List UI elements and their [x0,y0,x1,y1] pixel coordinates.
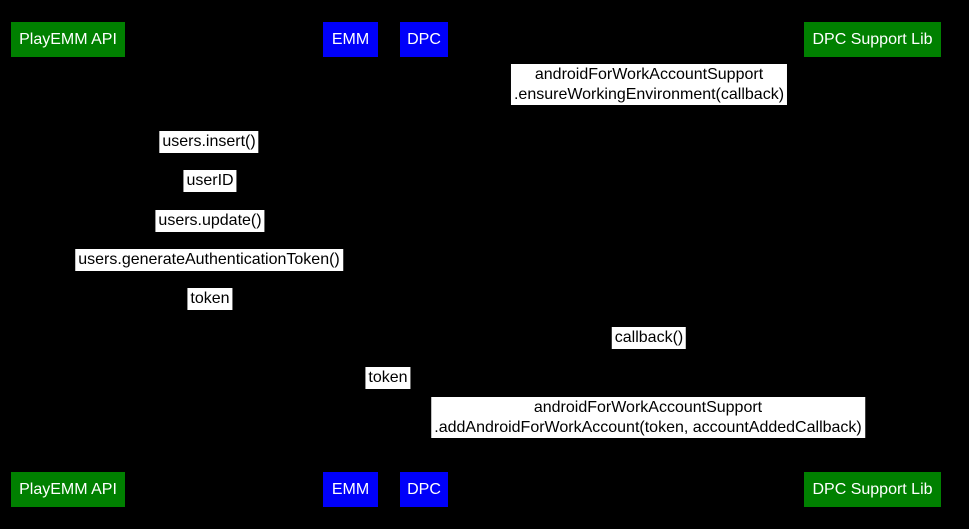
message-line: users.insert() [162,133,256,150]
participant-playemm-api-top: PlayEMM API [11,22,125,57]
message-users-insert: users.insert() [159,131,259,153]
message-line: androidForWorkAccountSupport [534,66,764,83]
message-line: users.update() [158,212,262,229]
message-user-id: userID [183,170,237,192]
message-generate-authentication-token: users.generateAuthenticationToken() [75,249,343,271]
participant-emm-top: EMM [323,22,378,57]
participant-dpc-bottom: DPC [400,472,448,507]
message-line: users.generateAuthenticationToken() [78,251,340,268]
participant-dpc-support-lib-bottom: DPC Support Lib [804,472,941,507]
message-callback: callback() [611,327,687,349]
message-line: token [368,369,408,386]
participant-playemm-api-bottom: PlayEMM API [11,472,125,507]
participant-emm-bottom: EMM [323,472,378,507]
participant-dpc-top: DPC [400,22,448,57]
message-token-return: token [187,288,233,310]
message-users-update: users.update() [155,210,265,232]
message-line: androidForWorkAccountSupport [533,399,763,416]
message-line: userID [186,172,234,189]
message-line: token [190,290,230,307]
message-token-forward: token [365,367,411,389]
participant-dpc-support-lib-top: DPC Support Lib [804,22,941,57]
message-add-android-for-work-account: androidForWorkAccountSupport .addAndroid… [431,397,865,438]
message-line: .addAndroidForWorkAccount(token, account… [434,418,862,436]
message-line: .ensureWorkingEnvironment(callback) [513,85,785,103]
message-line: callback() [614,329,684,346]
message-ensure-working-environment: androidForWorkAccountSupport .ensureWork… [510,64,788,105]
